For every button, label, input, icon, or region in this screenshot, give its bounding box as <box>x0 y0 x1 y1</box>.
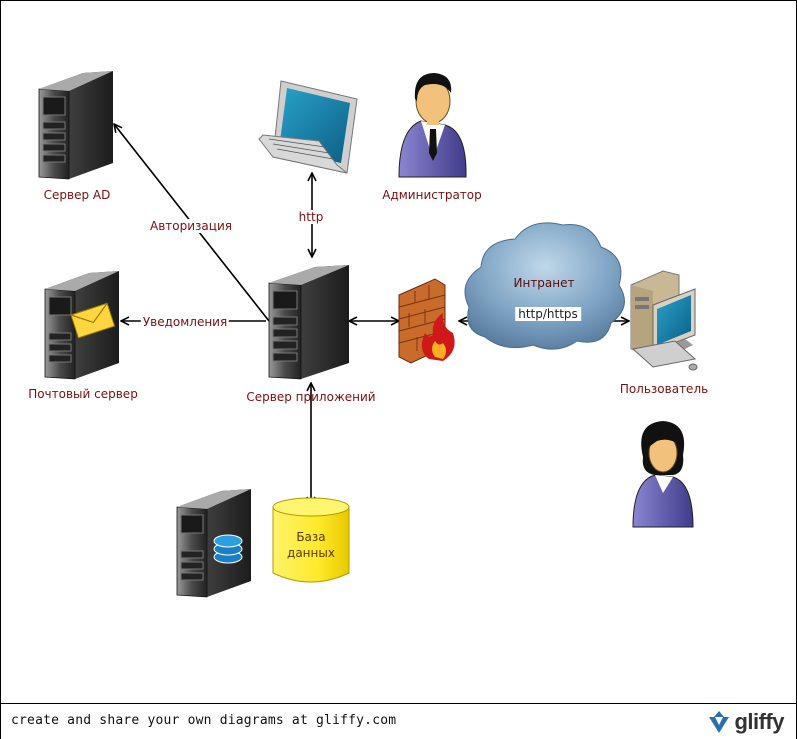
database-label: База данных <box>287 530 335 560</box>
envelope-icon <box>70 302 116 339</box>
http-https-label: http/https <box>515 307 581 321</box>
user-computer-icon <box>630 270 698 371</box>
administrator-icon <box>398 73 467 178</box>
gliffy-logo-text: gliffy <box>734 709 784 734</box>
intranet-cloud-icon <box>464 222 625 350</box>
gliffy-logo-icon <box>709 711 730 733</box>
user-label: Пользователь <box>619 382 709 396</box>
user-female-icon <box>632 421 694 528</box>
app-server-icon <box>268 265 349 380</box>
intranet-label: Интранет <box>513 276 575 290</box>
mail-server-label: Почтовый сервер <box>28 387 138 401</box>
ad-server-label: Сервер AD <box>43 188 111 202</box>
footer-text[interactable]: create and share your own diagrams at gl… <box>11 713 397 728</box>
administrator-label: Администратор <box>382 188 482 202</box>
authorization-label: Авторизация <box>148 219 234 233</box>
database-cylinder-icon <box>272 497 350 583</box>
notifications-label: Уведомления <box>140 315 230 329</box>
footer-bar: create and share your own diagrams at gl… <box>1 703 796 739</box>
firewall-icon <box>398 278 455 364</box>
app-server-label: Сервер приложений <box>246 390 376 404</box>
diagram-graphics <box>38 71 698 598</box>
database-disk-icon <box>213 534 243 564</box>
http-label: http <box>296 210 326 224</box>
gliffy-logo[interactable]: gliffy <box>706 707 784 737</box>
laptop-icon <box>258 80 358 174</box>
database-server-icon <box>176 489 251 598</box>
ad-server-icon <box>38 71 113 180</box>
